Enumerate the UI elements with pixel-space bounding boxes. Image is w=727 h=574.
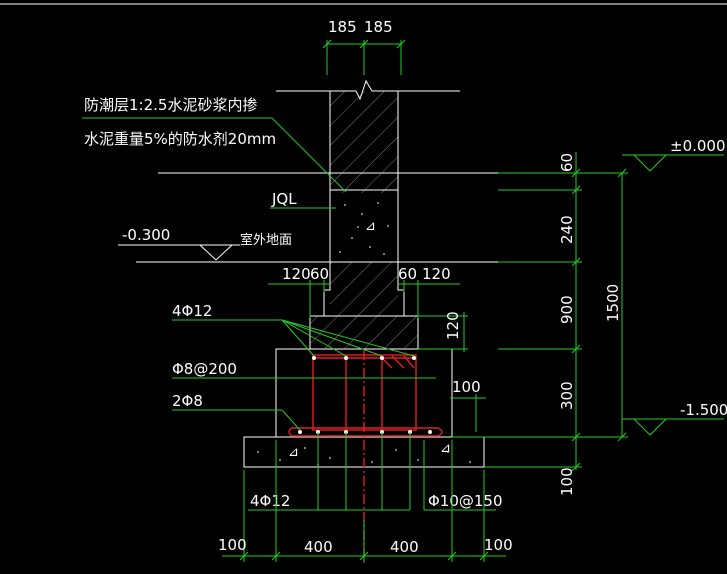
v-60: 60 <box>558 153 576 172</box>
jql-concrete-dots <box>339 202 389 255</box>
note-line2: 水泥重量5%的防水剂20mm <box>84 130 276 148</box>
top-rebar-label: 4Φ12 <box>172 302 212 320</box>
beam-label: JQL <box>271 190 297 208</box>
step-right-b: 120 <box>422 265 451 283</box>
outdoor-elev-marker <box>199 244 233 261</box>
b-400-left: 400 <box>304 538 333 556</box>
bottom-dist-label: Φ10@150 <box>428 492 503 510</box>
v-900: 900 <box>558 295 576 324</box>
leader-lines <box>82 117 496 511</box>
top-dim-right: 185 <box>364 18 393 36</box>
top-dimension <box>322 39 406 75</box>
rebar-dots <box>298 356 432 434</box>
b-400-right: 400 <box>390 538 419 556</box>
dim-120-label: 120 <box>444 311 462 340</box>
v-100: 100 <box>558 467 576 496</box>
wall-lower-hatch <box>330 262 398 316</box>
bottom-dimension-chain <box>222 440 506 562</box>
elev-top: ±0.000 <box>670 137 726 155</box>
b-100-right: 100 <box>484 536 513 554</box>
cushion-mark-2: ⊿ <box>440 441 451 456</box>
v-300: 300 <box>558 381 576 410</box>
v-240: 240 <box>558 215 576 244</box>
b-100-left: 100 <box>218 536 247 554</box>
note-line1: 防潮层1:2.5水泥砂浆内掺 <box>84 96 257 114</box>
jql-concrete-mark: ⊿ <box>365 219 376 234</box>
bottom-rebar-label: 4Φ12 <box>250 492 290 510</box>
step-left-a: 120 <box>282 265 311 283</box>
outdoor-ground-label: 室外地面 <box>240 232 292 248</box>
v-1500: 1500 <box>604 284 622 322</box>
step-right-a: 60 <box>398 265 417 283</box>
side-rebar-label: 2Φ8 <box>172 392 203 410</box>
bottom-bar <box>288 427 443 437</box>
elev-bottom: -1.500 <box>680 401 727 419</box>
top-dim-left: 185 <box>328 18 357 36</box>
step-left-b: 60 <box>310 265 329 283</box>
wall-hatch <box>330 91 398 193</box>
cushion-mark-1: ⊿ <box>288 445 299 460</box>
right-dimension-chain <box>452 152 724 472</box>
stirrup-label: Φ8@200 <box>172 360 237 378</box>
dim-100-label: 100 <box>452 378 481 396</box>
outdoor-elev: -0.300 <box>122 226 170 244</box>
